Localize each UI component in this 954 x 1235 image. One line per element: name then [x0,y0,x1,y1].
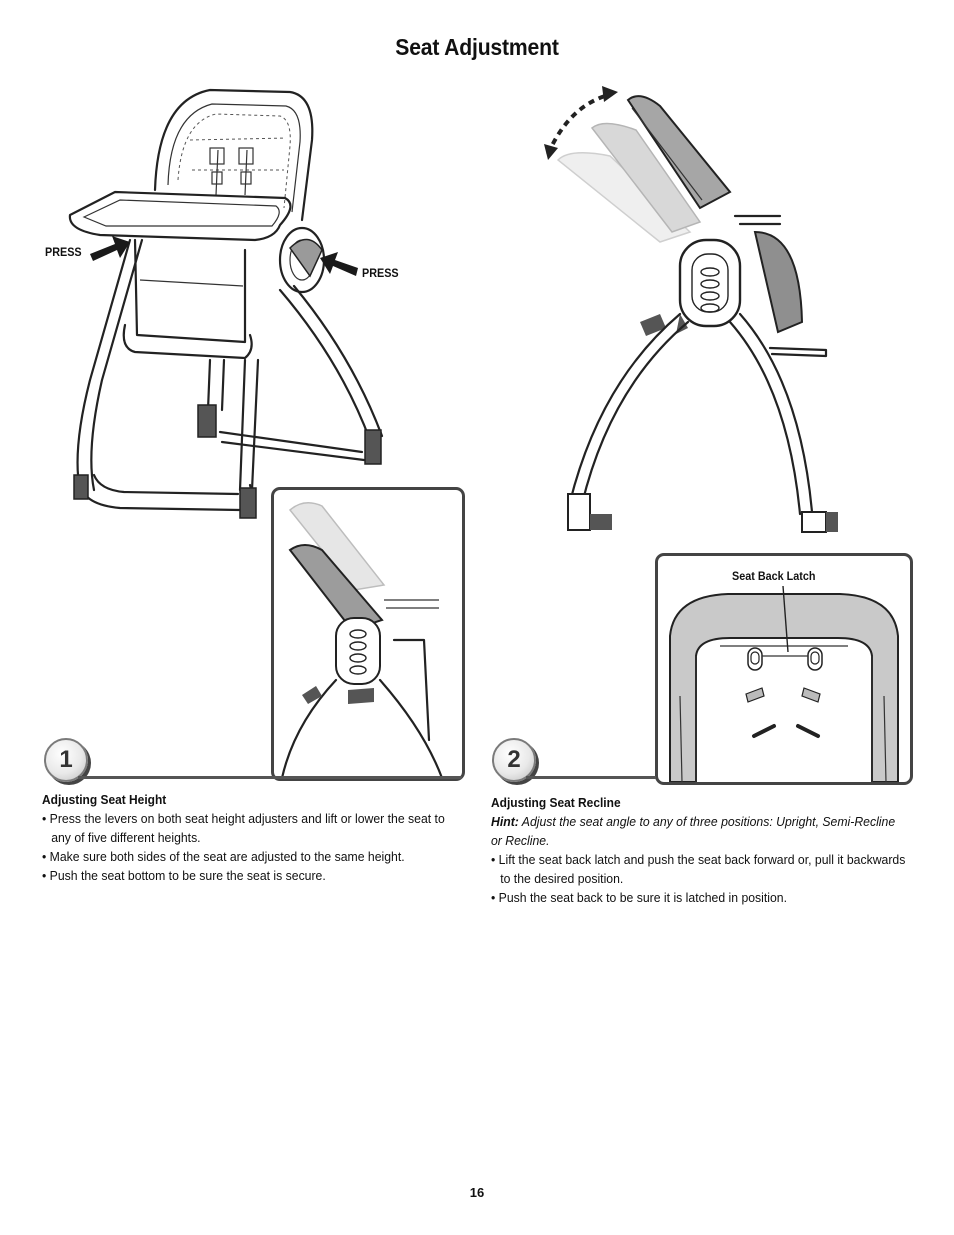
hint-label: Hint: [491,814,519,829]
step-1-badge: 1 [44,738,88,782]
list-item: • Push the seat back to be sure it is la… [491,890,788,905]
highchair-front-illustration [68,88,384,519]
list-item: • Lift the seat back latch and push the … [491,852,906,886]
press-label-right: PRESS [362,266,399,280]
hint-body: Adjust the seat angle to any of three po… [491,814,896,848]
step-1-divider [78,776,462,779]
page-number: 16 [469,1185,485,1200]
inset-side-profile [271,487,465,781]
callout-seat-back-latch: Seat Back Latch [732,569,816,583]
step-2-badge: 2 [492,738,536,782]
page-title: Seat Adjustment [395,34,559,60]
step-2-divider [526,776,656,779]
inset-seat-back-latch: Seat Back Latch [655,553,913,785]
list-item: • Make sure both sides of the seat are a… [42,849,405,864]
list-item: • Push the seat bottom to be sure the se… [42,868,326,883]
press-label-left: PRESS [45,245,82,259]
section-seat-recline-body: Hint: Adjust the seat angle to any of th… [491,812,907,907]
list-item: • Press the levers on both seat height a… [42,811,445,845]
section-seat-recline-heading: Adjusting Seat Recline [491,795,621,810]
highchair-recline-illustration [544,86,838,533]
hint-text: Hint: Adjust the seat angle to any of th… [491,812,907,850]
section-seat-height-body: • Press the levers on both seat height a… [42,809,462,885]
section-seat-height-heading: Adjusting Seat Height [42,792,167,807]
